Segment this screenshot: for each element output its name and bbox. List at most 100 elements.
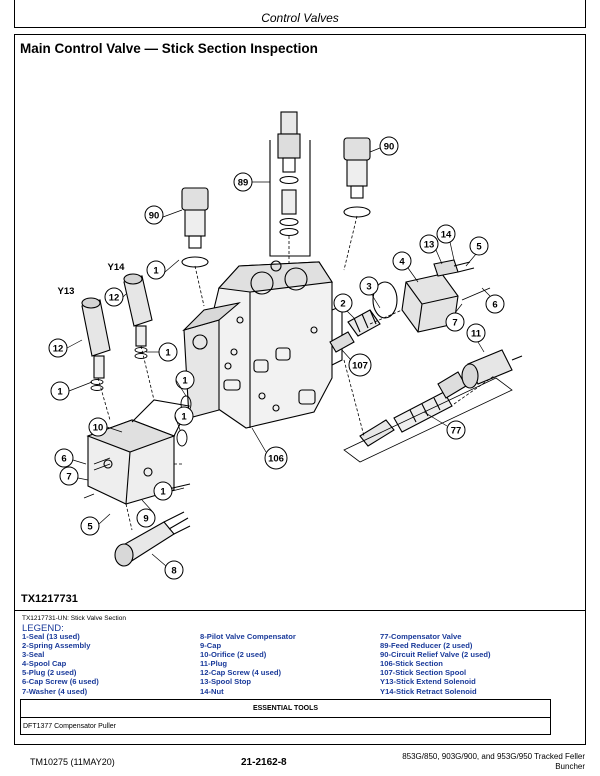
figure-rule [14, 610, 586, 611]
callout-90-left: 90 [144, 205, 164, 225]
legend-item: 2-Spring Assembly [22, 641, 91, 651]
svg-text:12: 12 [53, 344, 64, 355]
legend-item: 5-Plug (2 used) [22, 668, 77, 678]
callout-1-bottom: 1 [153, 481, 173, 501]
pilot-compensator-8 [114, 511, 191, 567]
svg-text:90: 90 [149, 211, 160, 222]
pilot-block [86, 399, 190, 505]
footer-models-line2: Buncher [555, 762, 585, 771]
legend-item: 107-Stick Section Spool [380, 668, 467, 678]
svg-text:9: 9 [143, 514, 148, 525]
footer-models: 853G/850, 903G/900, and 953G/950 Tracked… [357, 752, 585, 772]
relief-valve-90-left [181, 187, 209, 268]
svg-text:1: 1 [153, 266, 159, 277]
relief-valve-90-right [343, 137, 371, 218]
legend-item: 14-Nut [200, 686, 224, 696]
callout-89: 89 [233, 172, 253, 192]
svg-text:5: 5 [87, 522, 93, 533]
tools-heading: ESSENTIAL TOOLS [20, 699, 551, 718]
callout-3: 3 [359, 276, 379, 296]
callout-5-right: 5 [469, 236, 489, 256]
legend-title: LEGEND: [22, 623, 64, 634]
callout-77: 77 [446, 420, 466, 440]
spring-assembly-2 [329, 309, 381, 353]
callout-6-left: 6 [54, 448, 74, 468]
callout-y13-label: Y13 [58, 286, 75, 297]
callout-text: 90 [384, 142, 395, 153]
stick-section-body [182, 260, 343, 429]
callout-11: 11 [466, 323, 486, 343]
svg-text:5: 5 [476, 242, 482, 253]
callout-10: 10 [88, 417, 108, 437]
callout-14: 14 [436, 224, 456, 244]
callout-1-body: 1 [175, 370, 195, 390]
footer-manual-id: TM10275 (11MAY20) [30, 757, 115, 767]
svg-text:7: 7 [452, 318, 457, 329]
callout-2: 2 [333, 293, 353, 313]
svg-text:1: 1 [165, 348, 171, 359]
legend-item: 90-Circuit Relief Valve (2 used) [380, 650, 491, 660]
callout-12-top: 12 [104, 287, 124, 307]
svg-text:106: 106 [268, 454, 284, 465]
tools-item: DFT1377 Compensator Puller [20, 717, 551, 735]
callout-107: 107 [348, 353, 372, 377]
header-right-rule [585, 0, 586, 28]
header-left-rule [14, 0, 15, 28]
legend-item: 7-Washer (4 used) [22, 686, 88, 696]
callout-7-left: 7 [59, 466, 79, 486]
callout-1-low: 1 [174, 406, 194, 426]
svg-text:89: 89 [238, 178, 249, 189]
spool-cap-4 [372, 273, 459, 333]
legend-item: 4-Spool Cap [22, 659, 67, 669]
svg-text:7: 7 [66, 472, 71, 483]
callout-12-left: 12 [48, 338, 68, 358]
legend-item: 8-Pilot Valve Compensator [200, 632, 296, 641]
footer-models-line1: 853G/850, 903G/900, and 953G/950 Tracked… [402, 752, 585, 761]
svg-text:14: 14 [441, 230, 452, 241]
footer-page-number: 21-2162-8 [241, 757, 287, 768]
legend-column-2: 8-Pilot Valve Compensator 9-Cap 10-Orifi… [200, 632, 296, 696]
header-rule [14, 27, 586, 28]
svg-text:12: 12 [109, 293, 120, 304]
legend-item: 89-Feed Reducer (2 used) [380, 641, 473, 651]
compensator-valve-77 [359, 371, 467, 447]
svg-text:10: 10 [93, 423, 104, 434]
svg-text:Y13: Y13 [58, 286, 75, 297]
callout-6-right: 6 [485, 294, 505, 314]
running-header: Control Valves [261, 11, 339, 25]
legend-item: 106-Stick Section [380, 659, 443, 669]
content-frame [14, 34, 586, 745]
svg-text:1: 1 [181, 412, 187, 423]
legend-item: 9-Cap [200, 641, 222, 651]
legend-column-3: 77-Compensator Valve 89-Feed Reducer (2 … [380, 632, 491, 696]
figure-id: TX1217731 [21, 593, 78, 605]
legend-item: 3-Seal [22, 650, 45, 660]
svg-text:8: 8 [171, 566, 176, 577]
svg-text:1: 1 [57, 387, 63, 398]
svg-text:Y14: Y14 [108, 262, 126, 273]
essential-tools-table: ESSENTIAL TOOLS DFT1377 Compensator Pull… [20, 699, 551, 735]
callout-1-left: 1 [50, 381, 70, 401]
svg-text:77: 77 [451, 426, 462, 437]
legend-item: 11-Plug [200, 659, 228, 669]
exploded-view-diagram: 90 89 90 13 14 5 4 Y14 1 3 2 6 Y13 12 7 … [48, 111, 523, 580]
legend-item: 6-Cap Screw (6 used) [22, 677, 99, 687]
svg-text:1: 1 [182, 376, 188, 387]
callout-labels: 90 89 90 13 14 5 4 Y14 1 3 2 6 Y13 12 7 … [48, 136, 505, 580]
legend-item: 10-Orifice (2 used) [200, 650, 267, 660]
callout-90-right: 90 [379, 136, 399, 156]
svg-text:1: 1 [160, 487, 166, 498]
legend-item: 13-Spool Stop [200, 677, 252, 687]
figure-caption: TX1217731-UN: Stick Valve Section [22, 615, 126, 622]
callout-1-top: 1 [146, 260, 166, 280]
feed-reducer-89 [269, 111, 311, 257]
callout-106: 106 [264, 446, 288, 470]
legend-item: 77-Compensator Valve [380, 632, 462, 641]
svg-text:11: 11 [471, 329, 482, 340]
svg-text:13: 13 [424, 240, 435, 251]
callout-8: 8 [164, 560, 184, 580]
svg-text:2: 2 [340, 299, 345, 310]
callout-1-mid: 1 [158, 342, 178, 362]
callout-7-right: 7 [445, 312, 465, 332]
solenoid-y14 [123, 273, 153, 347]
